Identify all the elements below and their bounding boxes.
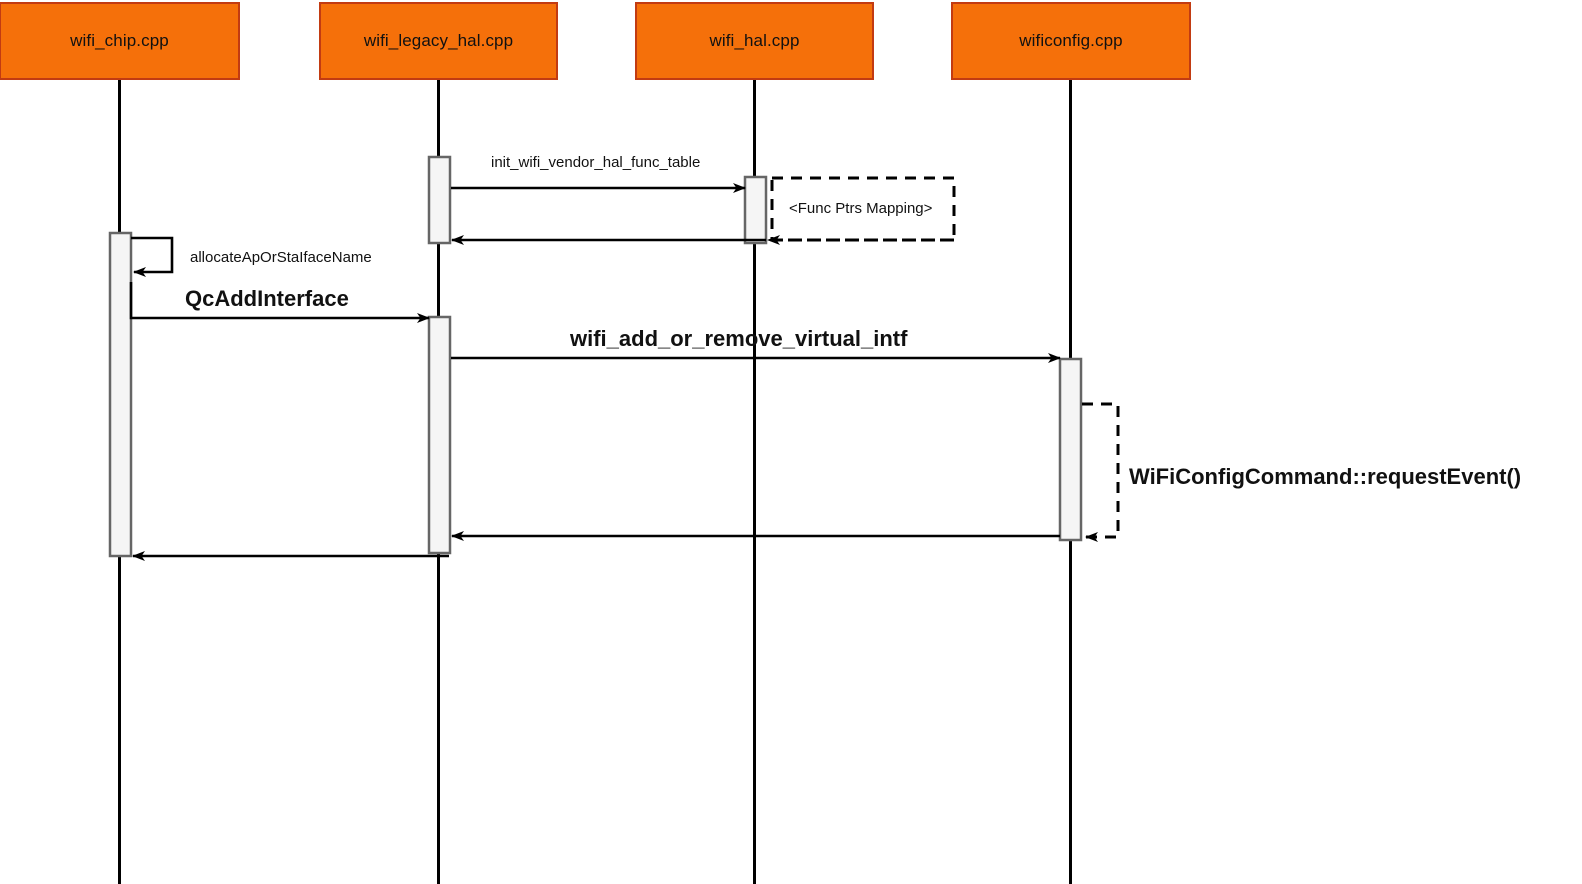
- participant-box-wifi-hal[interactable]: wifi_hal.cpp: [635, 2, 874, 80]
- activation-wifi-legacy-hal-2: [427, 315, 452, 555]
- message-label-wifi-add-or-remove-virtual-intf: wifi_add_or_remove_virtual_intf: [570, 326, 908, 351]
- func-ptrs-mapping-note-box: [770, 176, 956, 242]
- participant-box-wifi-legacy-hal[interactable]: wifi_legacy_hal.cpp: [319, 2, 558, 80]
- arrow-wificonfig-command-request-event: [1082, 402, 1120, 542]
- participant-box-wifi-chip[interactable]: wifi_chip.cpp: [0, 2, 240, 80]
- activation-wifi-chip-1: [108, 231, 133, 558]
- message-label-qc-add-interface: QcAddInterface: [185, 286, 349, 311]
- participant-box-wificonfig[interactable]: wificonfig.cpp: [951, 2, 1191, 80]
- arrow-qc-add-interface: [129, 282, 430, 323]
- activation-wifi-hal-1: [743, 175, 768, 245]
- participant-label-wifi-hal: wifi_hal.cpp: [709, 31, 800, 50]
- activation-wifi-legacy-hal-1: [427, 155, 452, 245]
- message-label-wificonfig-command-request-event: WiFiConfigCommand::requestEvent(): [1129, 464, 1522, 489]
- note-outline: [770, 176, 956, 242]
- note-label-func-ptrs-mapping: <Func Ptrs Mapping>: [789, 200, 933, 217]
- arrow-allocate-ap-or-sta-iface-name: [131, 236, 174, 277]
- activation-wificonfig-1: [1058, 357, 1083, 542]
- message-label-init-wifi-vendor-hal-func-table: init_wifi_vendor_hal_func_table: [491, 154, 701, 171]
- participant-label-wifi-legacy-hal: wifi_legacy_hal.cpp: [363, 31, 514, 50]
- participant-label-wifi-chip: wifi_chip.cpp: [70, 31, 169, 50]
- activation-bars: [108, 155, 1083, 558]
- participant-label-wificonfig: wificonfig.cpp: [1019, 31, 1123, 50]
- message-label-allocate-ap-or-sta-iface-name: allocateApOrStaIfaceName: [190, 249, 372, 266]
